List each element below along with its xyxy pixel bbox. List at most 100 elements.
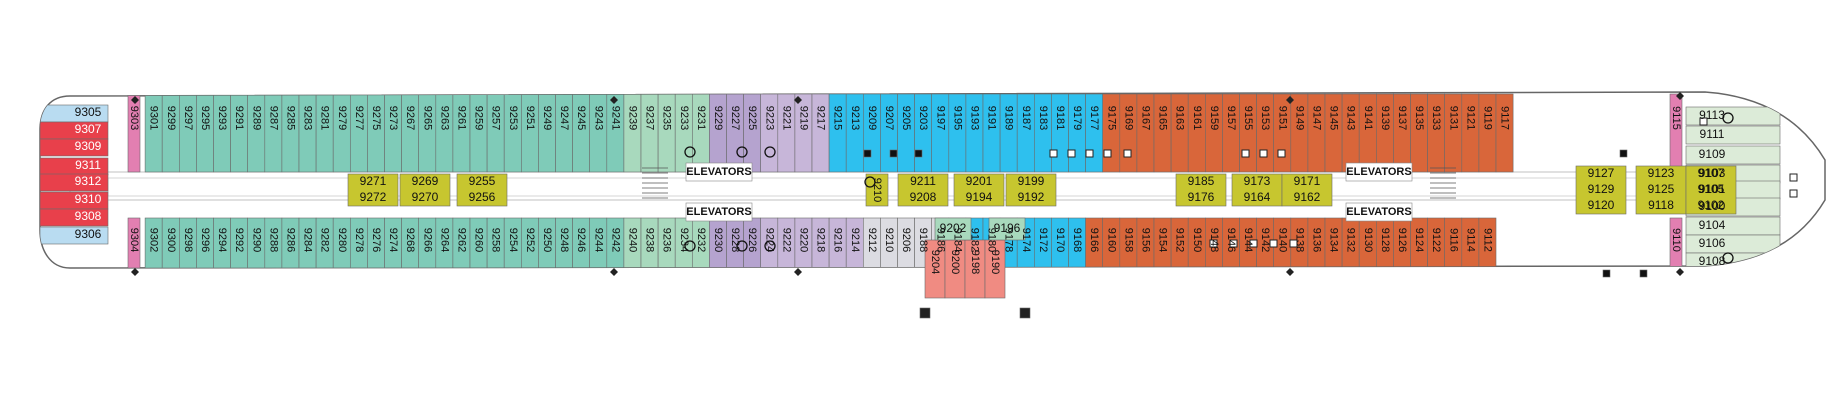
cabin-number-9266: 9266 [421,228,433,252]
inner-cabin-group [399,173,451,207]
connecting-diamond-icon [794,96,802,104]
cabin-number-9297: 9297 [182,106,194,130]
cabin-number-9115: 9115 [1670,106,1682,130]
cabin-9112 [1478,217,1497,268]
cabin-number-9245: 9245 [575,106,587,130]
cabin-number-9275: 9275 [370,106,382,130]
elevators-box [1345,162,1413,182]
cabin-number-9292: 9292 [233,228,245,252]
cabin-number-9233: 9233 [678,106,690,130]
filled-square-icon [1639,269,1648,278]
balcony-square-icon [1259,149,1268,158]
filled-square-icon [889,149,898,158]
cabin-number-9272: 9272 [360,190,387,204]
cabin-number-9194: 9194 [966,190,993,204]
cabin-number-9149: 9149 [1293,106,1305,130]
cabin-number-9267: 9267 [404,106,416,130]
cabin-number-9257: 9257 [490,106,502,130]
cabin-number-9241: 9241 [609,106,621,130]
cabin-number-9142: 9142 [1259,228,1271,252]
cabin-number-9225: 9225 [746,106,758,130]
cabin-number-9139: 9139 [1379,106,1391,130]
filled-square-icon [863,149,872,158]
cabin-number-9303: 9303 [128,106,140,130]
cabin-number-9106: 9106 [1699,236,1726,250]
cabin-number-9308: 9308 [75,209,102,223]
cabin-number-9132: 9132 [1345,228,1357,252]
cabin-number-9101: 9101 [1699,182,1726,196]
cabin-number-9306: 9306 [75,227,102,241]
cabin-number-9111: 9111 [1700,127,1725,141]
cabin-number-9271: 9271 [360,174,387,188]
balcony-square-icon [1249,239,1258,248]
elevators-label: ELEVATORS [1346,206,1411,218]
cabin-number-9273: 9273 [387,106,399,130]
cabin-number-9167: 9167 [1140,106,1152,130]
cabin-number-9130: 9130 [1362,228,1374,252]
cabin-number-9238: 9238 [644,228,656,252]
cabin-number-9307: 9307 [75,122,102,136]
cabin-number-9140: 9140 [1276,228,1288,252]
cabin-number-9173: 9173 [1244,174,1271,188]
cabin-number-9136: 9136 [1311,228,1323,252]
cabin-number-9156: 9156 [1140,228,1152,252]
balcony-square-icon [1067,149,1076,158]
cabin-number-9247: 9247 [558,106,570,130]
filled-square-icon [1602,269,1611,278]
cabin-number-9102: 9102 [1698,198,1725,212]
cabin-number-9210: 9210 [871,178,883,202]
cabin-number-9200: 9200 [949,250,961,274]
cabin-number-9281: 9281 [319,106,331,130]
cabin-number-9117: 9117 [1499,106,1511,130]
accessible-icon [684,240,696,252]
cabin-number-9170: 9170 [1054,228,1066,252]
cabin-number-9147: 9147 [1311,106,1323,130]
cabin-number-9174: 9174 [1020,228,1032,252]
cabin-number-9190: 9190 [989,250,1001,274]
cabin-number-9191: 9191 [986,106,998,130]
cabin-number-9246: 9246 [575,228,587,252]
cabin-number-9298: 9298 [182,228,194,252]
inner-cabin-group [347,173,399,207]
cabin-9109 [1685,145,1781,165]
cabin-number-9309: 9309 [75,139,102,153]
cabin-number-9218: 9218 [815,228,827,252]
cabin-number-9300: 9300 [165,228,177,252]
cabin-number-9110: 9110 [1670,228,1682,252]
cabin-number-9198: 9198 [969,250,981,274]
cabin-number-9177: 9177 [1088,106,1100,130]
cabin-number-9223: 9223 [763,106,775,130]
cabin-number-9253: 9253 [507,106,519,130]
cabin-number-9269: 9269 [412,174,439,188]
cabin-number-9302: 9302 [148,228,160,252]
cabin-number-9210: 9210 [883,228,895,252]
cabin-number-9277: 9277 [353,106,365,130]
elevators-label: ELEVATORS [686,206,751,218]
connecting-diamond-icon [794,268,802,276]
cabin-number-9192: 9192 [1018,190,1045,204]
balcony-square-icon [1209,239,1218,248]
cabin-number-9195: 9195 [951,106,963,130]
inner-cabin-group [1005,173,1057,207]
cabin-number-9242: 9242 [609,228,621,252]
cabin-number-9159: 9159 [1208,106,1220,130]
inner-cabin-group [1635,165,1687,215]
balcony-square-icon [1789,189,1798,198]
cabin-number-9165: 9165 [1157,106,1169,130]
cabin-number-9252: 9252 [524,228,536,252]
accessible-icon [1722,112,1734,124]
filled-square-icon [914,149,923,158]
cabin-number-9215: 9215 [832,106,844,130]
cabin-number-9171: 9171 [1294,174,1321,188]
cabin-number-9144: 9144 [1242,228,1254,252]
cabin-number-9231: 9231 [695,106,707,130]
cabin-number-9201: 9201 [966,174,993,188]
cabin-number-9268: 9268 [404,228,416,252]
cabin-number-9278: 9278 [353,228,365,252]
cabin-number-9116: 9116 [1447,228,1459,252]
cabin-number-9234: 9234 [678,228,690,252]
cabin-number-9202: 9202 [940,221,967,235]
cabin-number-9146: 9146 [1225,228,1237,252]
cabin-number-9125: 9125 [1648,182,1675,196]
cabin-number-9304: 9304 [128,228,140,252]
